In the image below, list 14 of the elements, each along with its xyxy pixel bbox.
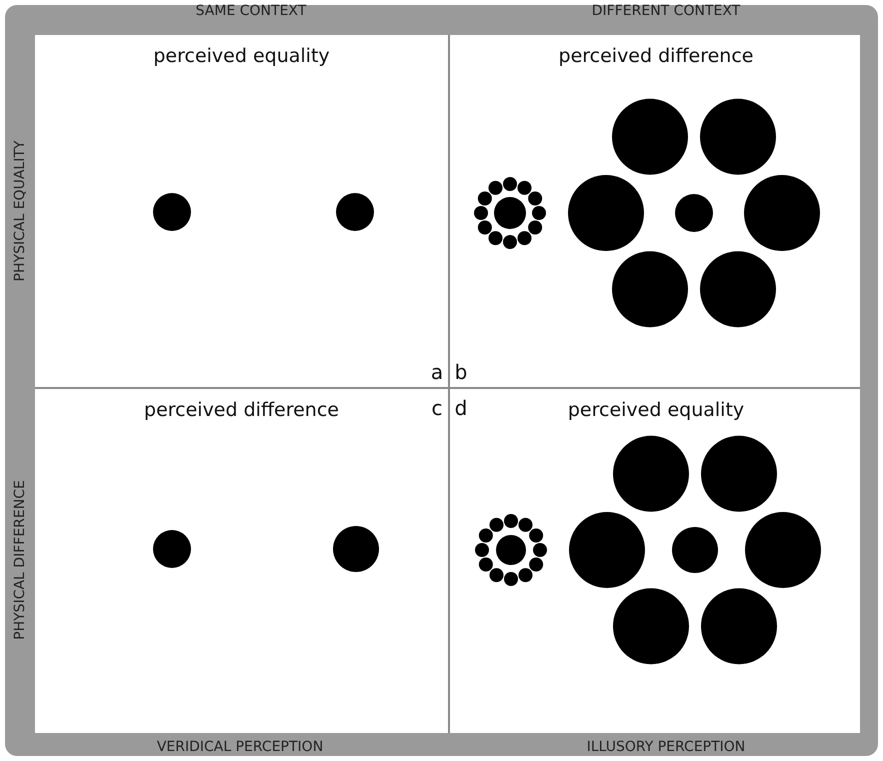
panel-heading: perceived equality [153,45,330,67]
panel-heading: perceived difference [558,45,754,67]
panel [35,387,448,733]
row-header: PHYSICAL DIFFERENCE [12,480,28,640]
panel [448,35,860,387]
panel [448,387,860,733]
row-header: PHYSICAL EQUALITY [12,140,28,282]
panel-heading: perceived equality [568,399,744,421]
column-footer: VERIDICAL PERCEPTION [156,739,324,755]
column-header: SAME CONTEXT [196,3,306,19]
panel [35,35,448,387]
panel-heading: perceived difference [144,399,339,421]
column-footer: ILLUSORY PERCEPTION [586,739,746,755]
column-header: DIFFERENT CONTEXT [592,3,740,19]
